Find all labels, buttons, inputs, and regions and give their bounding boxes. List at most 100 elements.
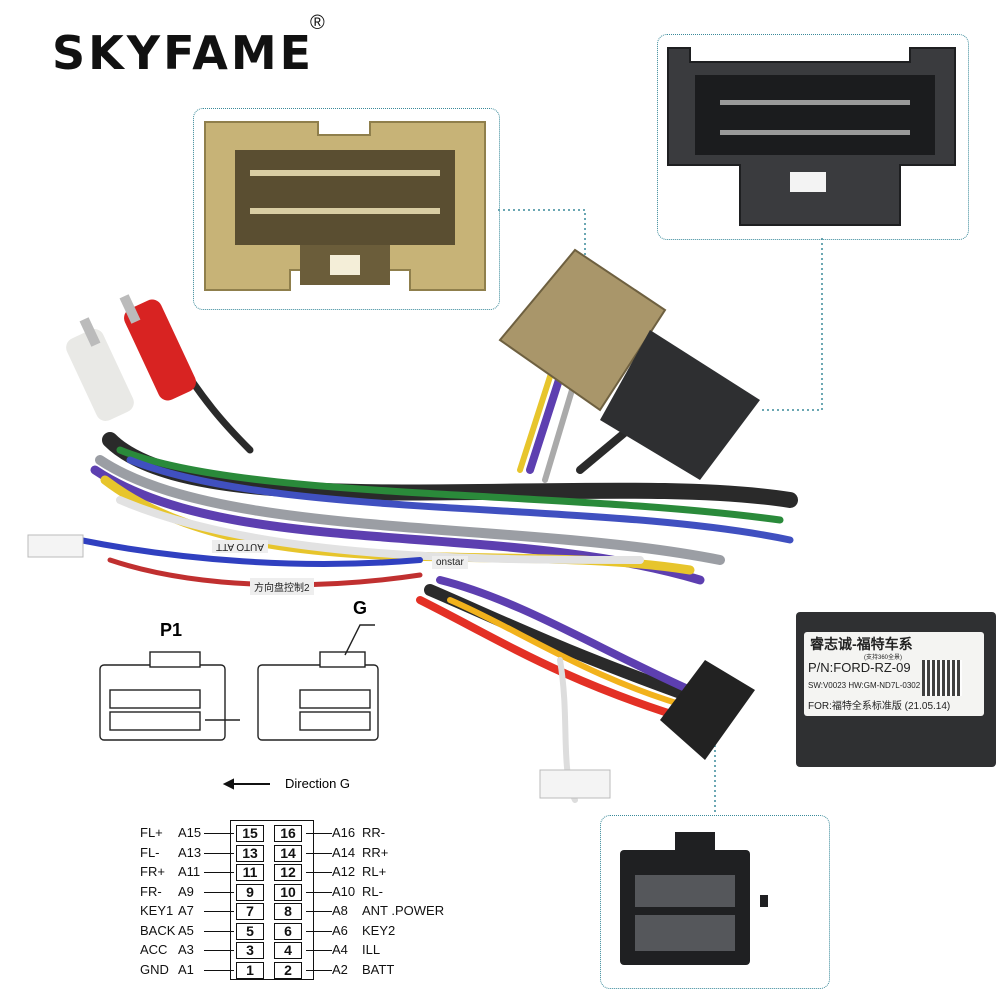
pin-number: 2 — [274, 961, 302, 979]
pin-leader-line — [204, 911, 234, 912]
module-sw-hw: SW:V0023 HW:GM-ND7L-0302 — [808, 681, 921, 690]
pin-leader-line — [306, 930, 332, 932]
pin-number: 7 — [236, 903, 264, 920]
pin-code: A9 — [178, 883, 194, 899]
pin-leader-line — [306, 969, 332, 971]
pin-code: A3 — [178, 942, 194, 957]
pin-function: ACC — [140, 942, 168, 957]
module-part-number: P/N:FORD-RZ-09 — [808, 660, 911, 675]
white-pin-connector — [27, 534, 84, 558]
iso-connector-photo — [620, 832, 768, 965]
g-connector-drawing — [257, 624, 379, 741]
p1-connector-drawing — [99, 651, 240, 741]
pin-code: A13 — [178, 844, 202, 860]
pin-code: A12 — [332, 864, 356, 879]
pin-number: 8 — [274, 903, 302, 920]
module-title: 睿志诚-福特车系 — [810, 636, 913, 652]
pin-function: BACK — [140, 922, 176, 938]
pin-leader-line — [204, 852, 234, 854]
pin-code: A16 — [332, 825, 356, 840]
pin-number: 6 — [274, 922, 302, 940]
black-harness-connector — [600, 330, 760, 480]
iso-harness-connector — [660, 660, 755, 760]
module-subtitle: (支持360全景) — [864, 655, 903, 661]
callout-line — [498, 209, 586, 270]
pin-housing — [230, 820, 314, 980]
pin-code: A6 — [332, 922, 348, 938]
pin-leader-line — [306, 872, 332, 873]
p1-label: P1 — [160, 620, 183, 640]
pin-code: A2 — [332, 961, 348, 977]
cable-label-auto: AUTO ATT — [212, 540, 268, 553]
black-connector-face — [667, 47, 956, 226]
pin-code: A15 — [178, 825, 202, 840]
registered-mark: ® — [310, 12, 325, 34]
pin-function: FL- — [140, 844, 160, 860]
cable-label-onstar: onstar — [432, 556, 468, 569]
pin-leader-line — [204, 950, 234, 951]
brand-logo: SKYFAME — [52, 26, 315, 80]
pin-code: A14 — [332, 844, 356, 860]
pin-leader-line — [204, 872, 234, 873]
pin-function: FR- — [140, 883, 162, 899]
direction-label: Direction G — [285, 776, 351, 791]
callout-line — [760, 238, 823, 411]
pin-function: GND — [140, 961, 169, 977]
g-label: G — [353, 598, 368, 618]
pin-code: A11 — [178, 864, 201, 879]
pin-function: RL+ — [362, 864, 387, 879]
cable-label-steering: 方向盘控制2 — [250, 578, 314, 595]
pin-leader-line — [306, 852, 332, 854]
tan-connector-face — [204, 121, 486, 291]
pin-function: FL+ — [140, 825, 163, 840]
pin-number: 16 — [274, 825, 302, 842]
pin-number: 3 — [236, 942, 264, 959]
module-for: FOR:福特全系标准版 (21.05.14) — [808, 701, 951, 712]
arrow-left-icon — [222, 778, 270, 790]
pin-number: 5 — [236, 922, 264, 940]
pin-leader-line — [204, 891, 234, 893]
pin-leader-line — [306, 891, 332, 893]
pin-code: A5 — [178, 922, 194, 938]
pin-leader-line — [306, 911, 332, 912]
canbus-module: 睿志诚-福特车系 (支持360全景) P/N:FORD-RZ-09 SW:V00… — [796, 612, 996, 767]
pin-leader-line — [204, 969, 234, 971]
tan-harness-connector — [498, 248, 667, 412]
pin-number: 9 — [236, 883, 264, 901]
pin-number: 14 — [274, 844, 302, 862]
pin-code: A10 — [332, 883, 356, 899]
small-white-connector — [539, 769, 611, 799]
tan-connector-callout — [193, 108, 500, 310]
pin-code: A7 — [178, 903, 194, 918]
pin-number: 10 — [274, 883, 302, 901]
pin-number: 1 — [236, 961, 264, 979]
pin-leader-line — [306, 950, 332, 951]
module-label: 睿志诚-福特车系 (支持360全景) P/N:FORD-RZ-09 SW:V00… — [804, 632, 984, 716]
qr-code — [922, 660, 962, 696]
pin-function: RR+ — [362, 844, 389, 860]
pin-number: 13 — [236, 844, 264, 862]
pin-function: ILL — [362, 942, 381, 957]
black-connector-callout — [657, 34, 969, 240]
iso-connector-callout — [600, 815, 830, 989]
pin-leader-line — [204, 833, 234, 834]
pin-number: 15 — [236, 825, 264, 842]
pin-number: 4 — [274, 942, 302, 959]
pin-code: A8 — [332, 903, 348, 918]
pin-number: 11 — [236, 864, 264, 881]
pin-leader-line — [306, 833, 332, 834]
pin-function: FR+ — [140, 864, 165, 879]
pin-leader-line — [204, 930, 234, 932]
pin-function: ANT .POWER — [362, 903, 445, 918]
pin-number: 12 — [274, 864, 302, 881]
pin-function: BATT — [362, 961, 395, 977]
pin-code: A1 — [178, 961, 194, 977]
pin-function: KEY1 — [140, 903, 174, 918]
pin-function: RL- — [362, 883, 383, 899]
pin-function: KEY2 — [362, 922, 396, 938]
pin-function: RR- — [362, 825, 386, 840]
rca-plugs — [66, 294, 196, 421]
pin-code: A4 — [332, 942, 348, 957]
